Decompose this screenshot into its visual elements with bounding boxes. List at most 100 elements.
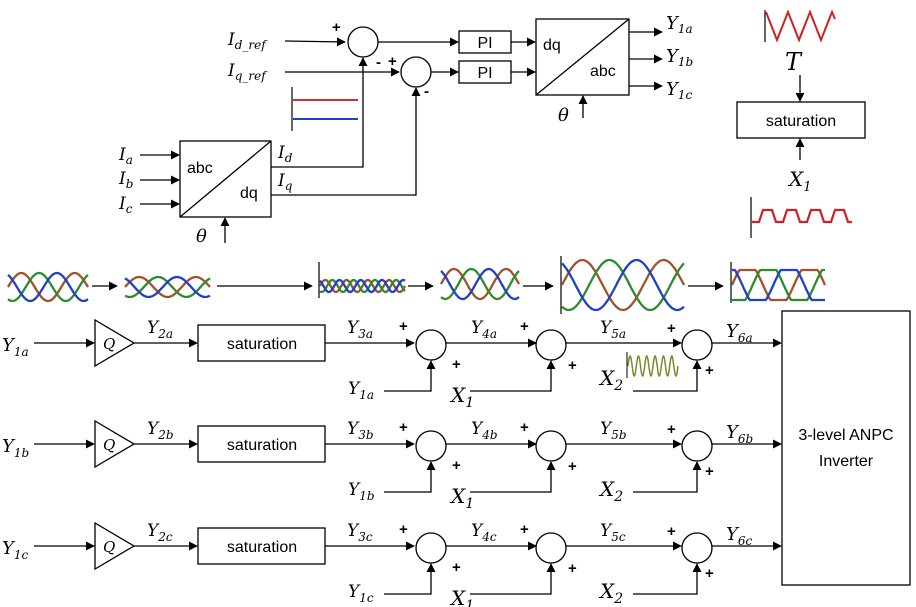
wire-y1-sum1 bbox=[384, 461, 436, 493]
feed-x2-label: X2 bbox=[598, 366, 623, 394]
feed-x2-label: X2 bbox=[598, 477, 623, 505]
waveform-shifted bbox=[439, 267, 521, 301]
sum3-plus-left: + bbox=[667, 523, 676, 540]
y3-label: Y3a bbox=[347, 318, 373, 341]
x2-wave-icon bbox=[626, 352, 679, 378]
wire-x1-sum2 bbox=[470, 563, 556, 595]
iq-label: Iq bbox=[277, 171, 293, 193]
iq-ref-label: Iq_ref bbox=[227, 61, 268, 83]
gain-label-Q: Q bbox=[103, 436, 115, 454]
phase-curve bbox=[319, 278, 406, 294]
sum2-plus-bottom: + bbox=[568, 458, 577, 475]
phase-curve bbox=[560, 258, 686, 312]
out-y1a: Y1a bbox=[666, 13, 693, 36]
gain-label-Q: Q bbox=[103, 538, 115, 556]
sum1-plus-left: + bbox=[399, 318, 408, 335]
wire-x1-sum2 bbox=[470, 360, 556, 392]
y5-label: Y5a bbox=[600, 318, 626, 341]
park-diagonal bbox=[179, 140, 272, 218]
carrier-saturation-label: saturation bbox=[766, 113, 836, 130]
pi-label-d: PI bbox=[477, 35, 492, 52]
phase-curve bbox=[732, 268, 825, 302]
y3-label: Y3b bbox=[347, 419, 374, 442]
inverse-park-in-label: dq bbox=[543, 37, 561, 54]
phase-curve bbox=[124, 275, 211, 299]
sum-block-1 bbox=[415, 430, 447, 462]
ia-label: Ia bbox=[118, 145, 133, 167]
controller-section: Id_ref Iq_ref + - + - PI PI dq abc θ Y1a bbox=[118, 13, 693, 247]
sign-d-left: - bbox=[376, 54, 381, 71]
wire-x2-sum3 bbox=[633, 461, 702, 493]
id-label: Id bbox=[277, 143, 293, 165]
carrier-saturation-block bbox=[736, 101, 866, 139]
out-y1b: Y1b bbox=[666, 46, 693, 69]
sum-block-3 bbox=[681, 329, 713, 361]
theta-park: θ bbox=[196, 226, 207, 247]
phase-curve bbox=[7, 271, 89, 303]
waveform-strip bbox=[7, 256, 827, 314]
phase-curve bbox=[440, 267, 520, 301]
y5-label: Y5b bbox=[600, 419, 627, 442]
phase-curve bbox=[319, 278, 406, 294]
carrier-x1-label: X1 bbox=[787, 167, 812, 195]
sum3-plus-bottom: + bbox=[705, 362, 714, 379]
saturation-block bbox=[197, 527, 326, 565]
phase-curve bbox=[7, 271, 89, 303]
phase-curve bbox=[319, 278, 406, 294]
gain-block-Q bbox=[94, 318, 136, 368]
inverter-label-2: Inverter bbox=[819, 453, 874, 470]
phase-curve bbox=[124, 275, 211, 299]
saturation-label: saturation bbox=[227, 539, 297, 556]
waveform-clipped bbox=[730, 268, 827, 302]
triangular-carrier-icon bbox=[765, 9, 836, 43]
feed-y1-label: Y1c bbox=[348, 582, 374, 605]
phase-curve bbox=[730, 268, 827, 302]
waveform-ref-1 bbox=[7, 271, 89, 303]
phase-curve bbox=[561, 258, 685, 312]
sum1-plus-bottom: + bbox=[452, 356, 461, 373]
saturation-label: saturation bbox=[227, 437, 297, 454]
sum2-plus-left: + bbox=[520, 318, 529, 335]
phase-curve bbox=[439, 267, 521, 301]
inverter-label-1: 3-level ANPC bbox=[798, 427, 893, 444]
inverse-park-out-label: abc bbox=[590, 63, 616, 80]
sum3-plus-bottom: + bbox=[705, 463, 714, 480]
row-input-label: Y1c bbox=[2, 538, 29, 562]
sign-q-left: + bbox=[388, 53, 397, 70]
sum1-plus-bottom: + bbox=[452, 457, 461, 474]
y6-label: Y6a bbox=[726, 321, 753, 345]
sign-q-bottom: - bbox=[424, 83, 429, 100]
row-input-label: Y1a bbox=[2, 335, 29, 359]
ib-label: Ib bbox=[118, 169, 133, 191]
sum3-plus-bottom: + bbox=[705, 565, 714, 582]
park-out-label: dq bbox=[240, 185, 258, 202]
sum-block-2 bbox=[535, 430, 567, 462]
feed-x1-label: X1 bbox=[449, 383, 474, 411]
sum1-plus-left: + bbox=[399, 419, 408, 436]
y2-label: Y2b bbox=[147, 419, 174, 442]
waveform-boosted bbox=[560, 258, 686, 312]
sum1-plus-left: + bbox=[399, 521, 408, 538]
wire-x2-sum3 bbox=[633, 360, 702, 392]
wire-y1-sum1 bbox=[384, 360, 436, 392]
wire-x2-sum3 bbox=[633, 563, 702, 595]
trapezoid-x1-icon bbox=[752, 208, 852, 224]
sum2-plus-left: + bbox=[520, 521, 529, 538]
carrier-T-label: T bbox=[785, 48, 803, 76]
y6-label: Y6b bbox=[726, 422, 753, 446]
feed-x1-label: X1 bbox=[449, 586, 474, 607]
y4-label: Y4b bbox=[471, 419, 498, 442]
ic-label: Ic bbox=[118, 194, 133, 216]
sum1-plus-bottom: + bbox=[452, 559, 461, 576]
sum-block-2 bbox=[535, 329, 567, 361]
feed-y1-label: Y1a bbox=[348, 379, 374, 402]
waveform-saturated bbox=[319, 278, 406, 294]
sum-block-1 bbox=[415, 532, 447, 564]
y5-label: Y5c bbox=[600, 521, 626, 544]
carrier-section: T saturation X1 bbox=[736, 9, 866, 238]
sum-block-1 bbox=[415, 329, 447, 361]
feed-y1-label: Y1b bbox=[348, 480, 375, 503]
